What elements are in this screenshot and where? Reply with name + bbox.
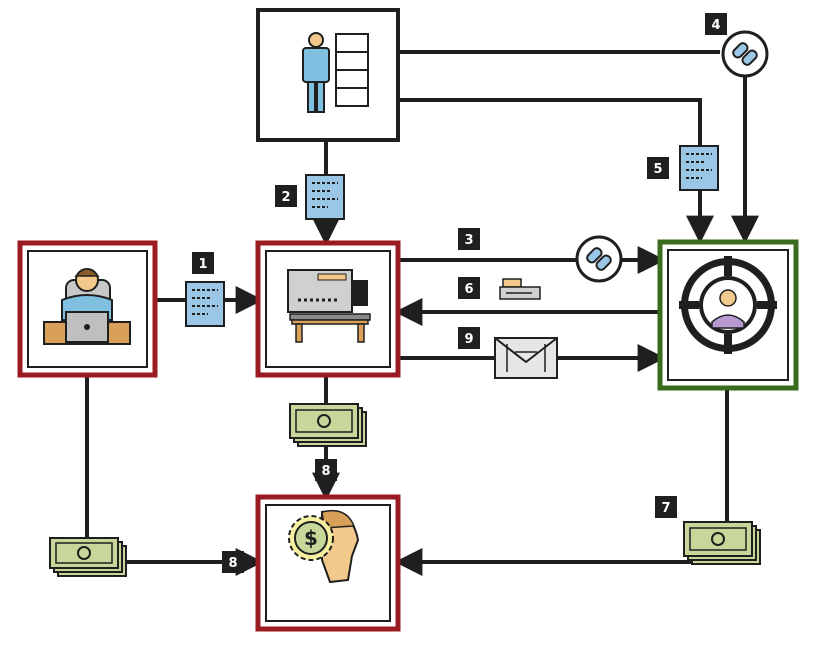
envelope-icon bbox=[494, 337, 558, 379]
svg-text:6: 6 bbox=[464, 282, 473, 297]
box-staff bbox=[256, 8, 400, 142]
svg-text:8: 8 bbox=[321, 464, 330, 479]
line-recipient-finance bbox=[394, 388, 729, 576]
step-badge-8-bottom: 8 bbox=[222, 551, 244, 573]
svg-text:1: 1 bbox=[198, 257, 207, 272]
employee-laptop-icon bbox=[43, 268, 131, 345]
step-badge-7: 7 bbox=[655, 496, 677, 518]
step-badge-3: 3 bbox=[458, 228, 480, 250]
svg-text:2: 2 bbox=[281, 190, 290, 205]
cash-stack-icon bbox=[49, 537, 127, 577]
step-badge-6: 6 bbox=[458, 277, 480, 299]
box-employee bbox=[17, 240, 158, 378]
step-badge-5: 5 bbox=[647, 157, 669, 179]
step-badge-2: 2 bbox=[275, 185, 297, 207]
svg-text:8: 8 bbox=[228, 556, 237, 571]
step-badge-4: 4 bbox=[705, 13, 727, 35]
svg-text:9: 9 bbox=[464, 332, 473, 347]
recipient-target-icon bbox=[679, 256, 777, 354]
step-badges: 1 2 3 4 5 6 7 8 bbox=[192, 13, 727, 573]
box-finance: $ bbox=[255, 494, 401, 632]
card-slot-icon bbox=[499, 278, 541, 300]
line-staff-doc5 bbox=[398, 98, 714, 244]
svg-text:3: 3 bbox=[464, 233, 473, 248]
step-badge-9: 9 bbox=[458, 327, 480, 349]
blueprint-document-icon bbox=[305, 174, 345, 220]
blueprint-document-icon bbox=[185, 281, 225, 327]
svg-text:7: 7 bbox=[661, 501, 670, 516]
cash-stack-icon bbox=[683, 521, 761, 565]
chain-link-icon bbox=[575, 235, 623, 283]
blueprint-document-icon bbox=[679, 145, 719, 191]
computer-terminal-icon bbox=[287, 269, 371, 343]
step-badge-1: 1 bbox=[192, 252, 214, 274]
cash-stack-icon bbox=[289, 403, 367, 447]
finance-person-icon: $ bbox=[288, 509, 360, 584]
svg-text:5: 5 bbox=[653, 162, 662, 177]
svg-text:$: $ bbox=[304, 526, 318, 550]
chain-link-icon bbox=[721, 30, 769, 78]
box-terminal bbox=[255, 240, 401, 378]
box-recipient bbox=[657, 239, 799, 391]
svg-text:4: 4 bbox=[711, 18, 720, 33]
step-badge-8-top: 8 bbox=[315, 459, 337, 481]
staff-person-icon bbox=[302, 32, 369, 113]
